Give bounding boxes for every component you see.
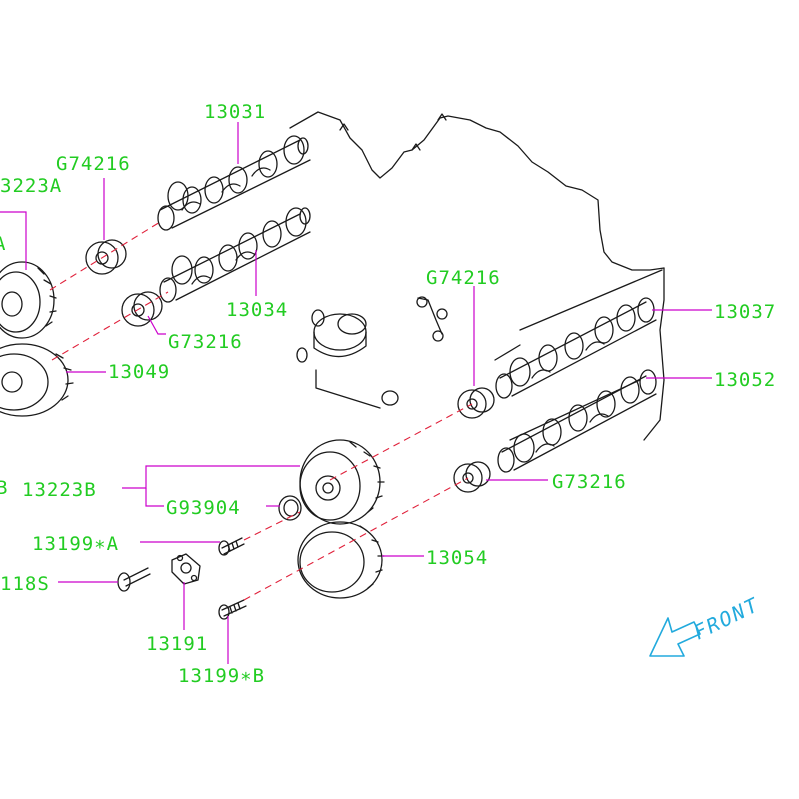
label-13037: 13037 bbox=[714, 301, 776, 323]
label-13223b: 13223B bbox=[22, 479, 97, 501]
bolt-118s bbox=[117, 567, 151, 592]
label-13199b: 13199∗B bbox=[178, 665, 265, 687]
label-left-a: A bbox=[0, 233, 6, 255]
part-labels: 13031 G74216 3223A A 13034 G73216 13049 … bbox=[0, 101, 776, 687]
camshaft-13037 bbox=[495, 297, 657, 399]
label-13054: 13054 bbox=[426, 547, 488, 569]
front-arrow-icon bbox=[649, 617, 701, 657]
leader-lines bbox=[0, 122, 712, 664]
label-13191: 13191 bbox=[146, 633, 208, 655]
camshaft-13031 bbox=[157, 135, 311, 231]
label-g74216-top: G74216 bbox=[56, 153, 131, 175]
label-g73216-left: G73216 bbox=[168, 331, 243, 353]
label-g74216-right: G74216 bbox=[426, 267, 501, 289]
bearing-g73216-right bbox=[453, 461, 491, 493]
label-left-b: B bbox=[0, 477, 8, 499]
sprocket-13223b bbox=[299, 439, 385, 525]
label-13199a: 13199∗A bbox=[32, 533, 119, 555]
camshaft-13052 bbox=[497, 369, 657, 473]
label-13052: 13052 bbox=[714, 369, 776, 391]
label-g73216-right: G73216 bbox=[552, 471, 627, 493]
plate-13191 bbox=[171, 553, 201, 585]
sprocket-13049 bbox=[0, 343, 74, 417]
label-13031: 13031 bbox=[204, 101, 266, 123]
assembly-dashed-lines bbox=[49, 221, 473, 601]
label-13049: 13049 bbox=[108, 361, 170, 383]
label-13223a: 3223A bbox=[0, 175, 62, 197]
pulley-13054 bbox=[297, 521, 385, 599]
label-118s: 118S bbox=[0, 573, 50, 595]
label-g93904: G93904 bbox=[166, 497, 241, 519]
sprocket-13223a bbox=[0, 261, 57, 339]
engine-block-outline bbox=[289, 111, 665, 441]
front-indicator: FRONT bbox=[649, 592, 764, 657]
front-label: FRONT bbox=[690, 592, 764, 644]
bearing-g73216-left bbox=[121, 291, 163, 327]
label-13034: 13034 bbox=[226, 299, 288, 321]
internal-parts bbox=[296, 296, 448, 409]
camshaft-13034 bbox=[159, 207, 311, 303]
bearing-g74216-top bbox=[85, 239, 127, 275]
bolt-13199b bbox=[218, 599, 247, 620]
bearing-g74216-right bbox=[457, 387, 495, 419]
bolt-13199a bbox=[218, 537, 245, 556]
